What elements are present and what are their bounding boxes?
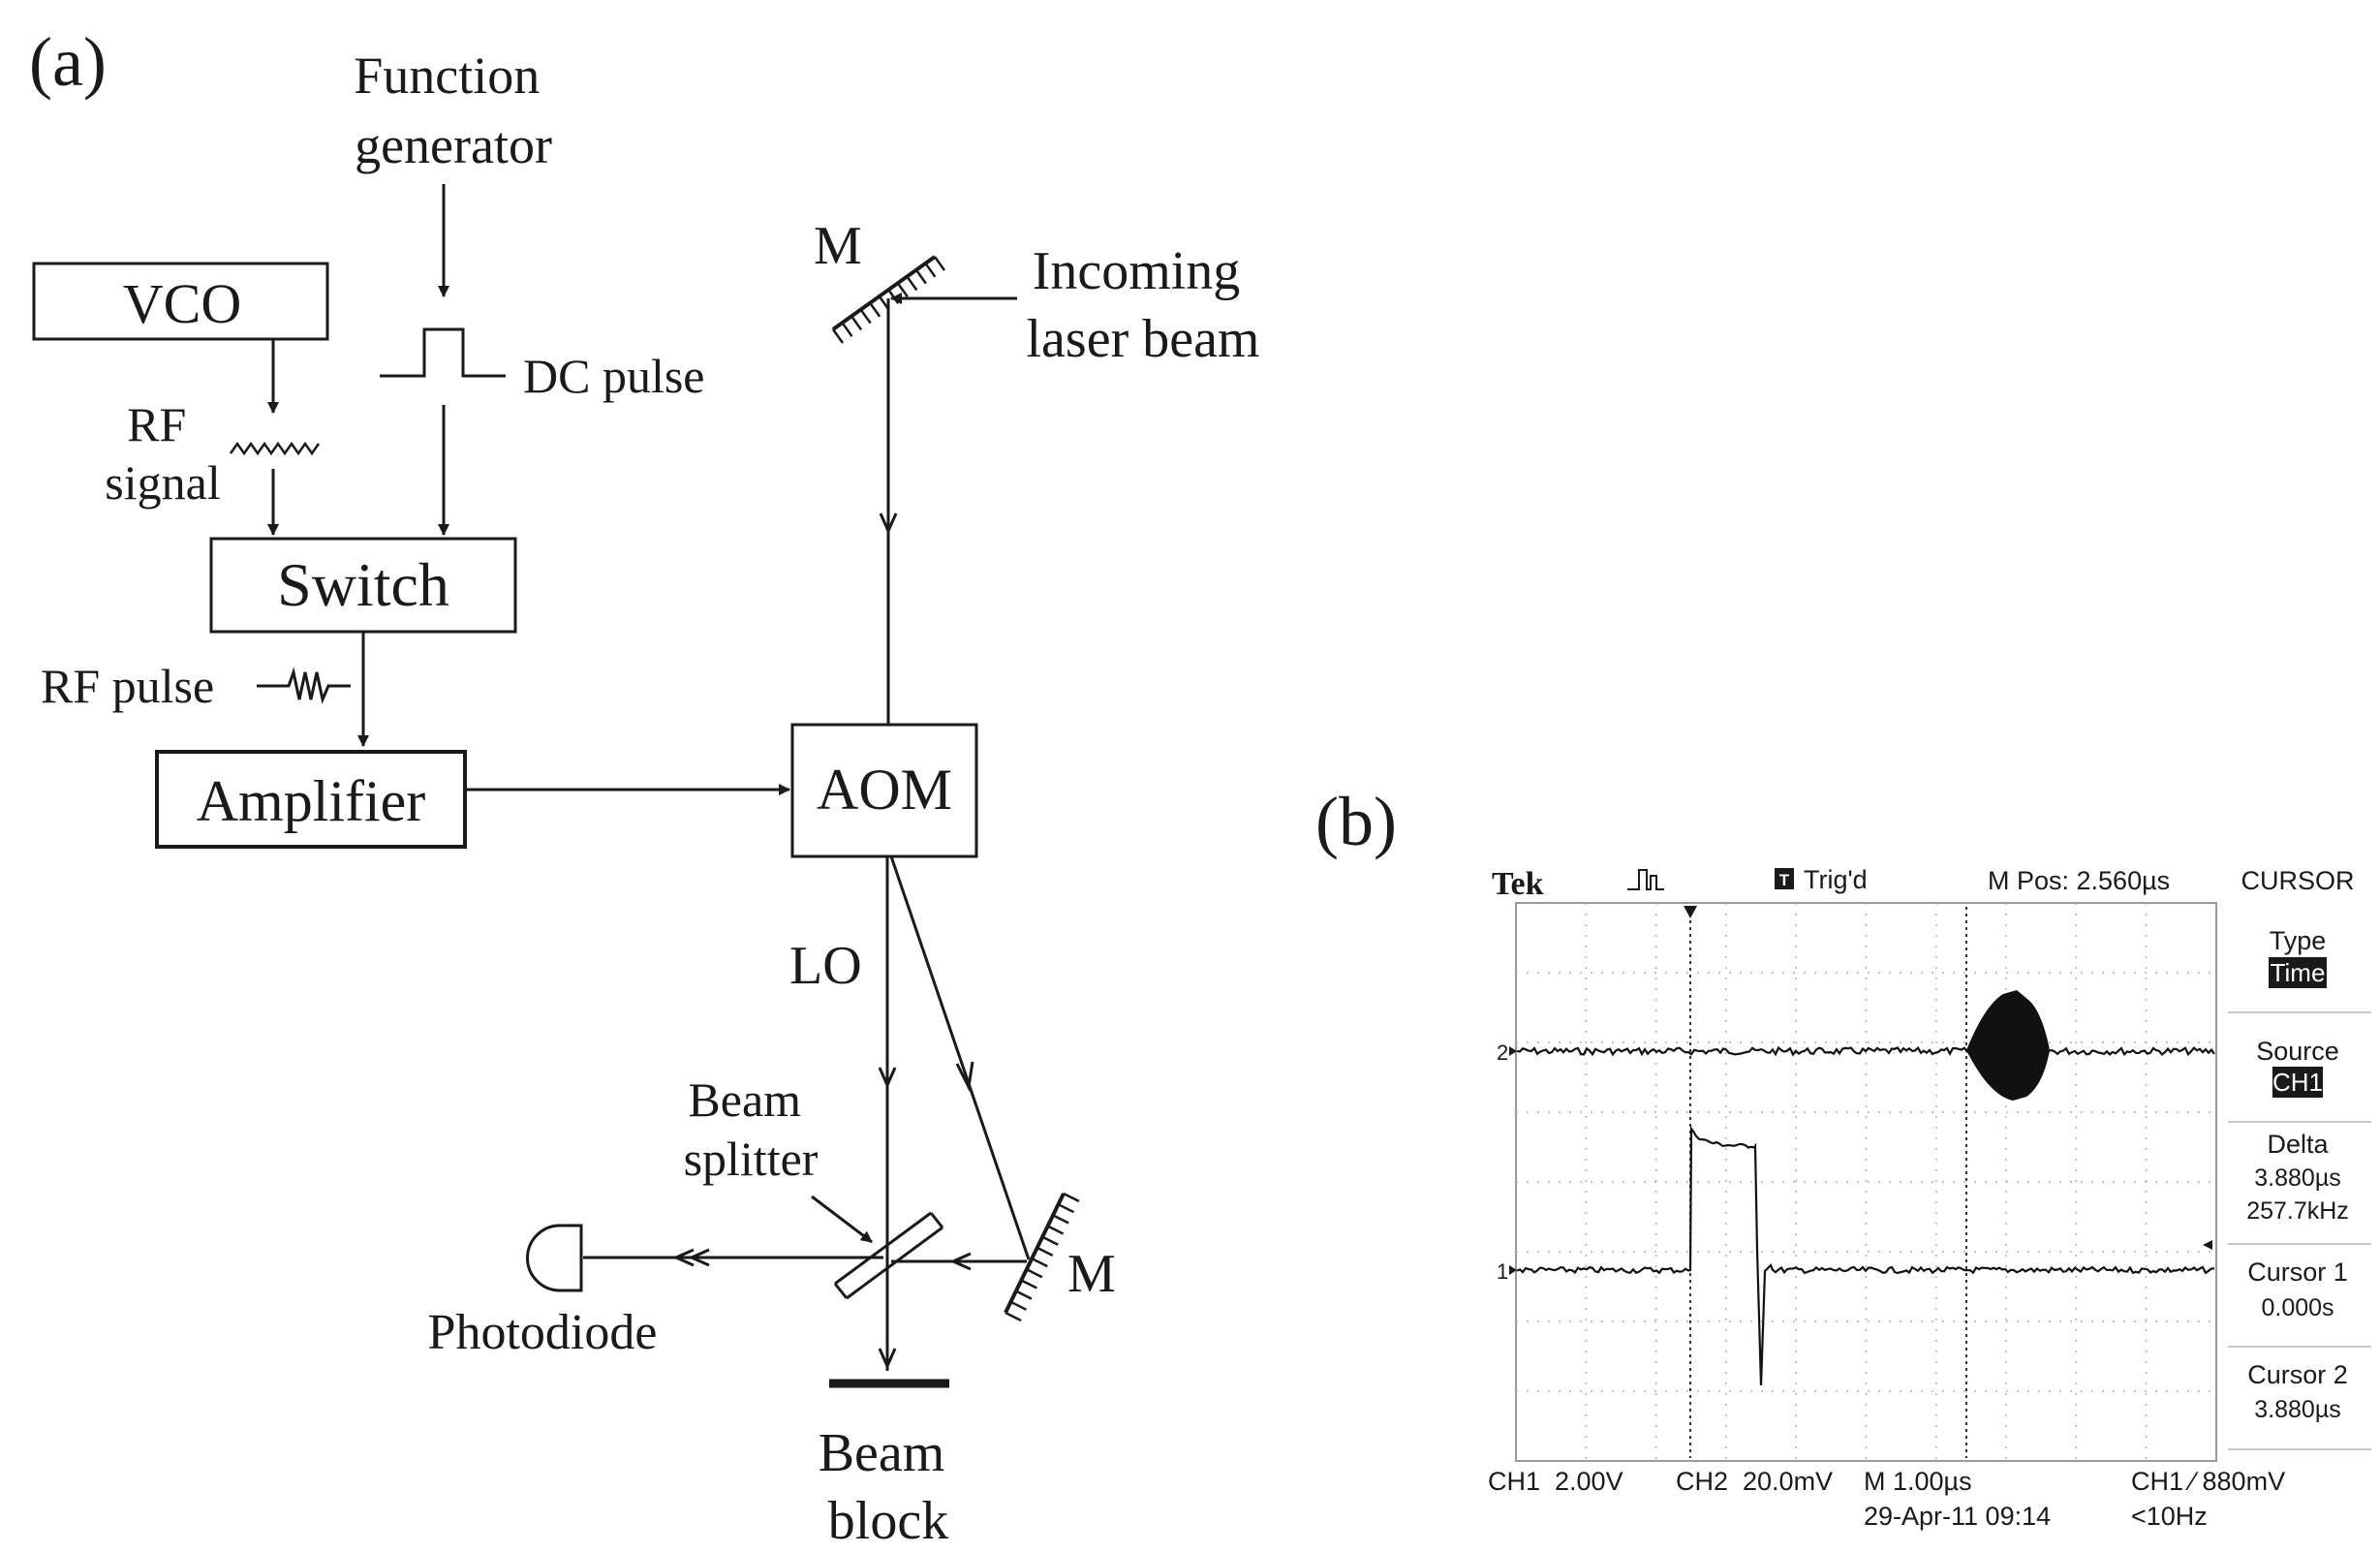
amplifier-label: Amplifier [197, 769, 426, 833]
beam-splitter [833, 1211, 944, 1300]
photodiode-double-chevron [672, 1248, 710, 1267]
beam-block-line-2: block [828, 1491, 948, 1548]
menu-type-value-box [2269, 957, 2327, 988]
menu-source-value-box [2272, 1067, 2323, 1098]
lo-chevron [878, 1067, 897, 1089]
cursor-1-marker-icon [1684, 906, 1697, 918]
menu-type-value: Time [2271, 958, 2326, 987]
rf-signal-line-1: RF [127, 397, 186, 451]
function-generator-line-1: Function [354, 47, 540, 105]
vco-box [32, 262, 329, 341]
oscilloscope-panel: (b) Tek T Trig'd M Pos: 2.560µs CURSOR 2… [1315, 783, 2371, 1531]
trig-icon: T [1779, 871, 1790, 889]
diffracted-chevron [955, 1061, 974, 1092]
menu-cursor-2[interactable]: Cursor 2 3.880µs [2247, 1360, 2348, 1423]
top-mirror-label: M [814, 216, 862, 276]
rf-signal-label: RF signal [105, 397, 220, 510]
menu-source[interactable]: Source CH1 [2256, 1037, 2339, 1098]
setup-diagram: (a) Function generator VCO RF signal DC … [29, 23, 1260, 1551]
menu-cursor-2-value: 3.880µs [2254, 1396, 2340, 1423]
trig-status: Trig'd [1804, 865, 1868, 894]
pulse-trigger-icon [1627, 869, 1664, 890]
dc-pulse-icon [380, 327, 506, 378]
beam-block-chevron [878, 1348, 897, 1370]
ch1-scale: CH1 2.00V [1488, 1467, 1623, 1496]
beam-direction-chevron-top [879, 512, 898, 535]
beam-block-line-1: Beam [819, 1423, 945, 1483]
panel-b-label: (b) [1315, 783, 1397, 860]
scope-brand: Tek [1492, 866, 1544, 902]
ch2-marker: 2 [1497, 1041, 1508, 1065]
rf-pulse-icon [257, 667, 351, 704]
beam-splitter-pointer [811, 1195, 873, 1244]
diffracted-beam [889, 855, 1031, 1260]
vco-label: VCO [123, 272, 241, 335]
trigger-level-arrow-icon [2203, 1240, 2212, 1250]
incoming-beam-line-1: Incoming [1033, 241, 1241, 301]
menu-source-title: Source [2256, 1037, 2339, 1066]
cursor-menu: Type Time Source CH1 Delta 3.880µs 257.7… [2228, 926, 2371, 1450]
bottom-mirror [1004, 1192, 1080, 1322]
rf-burst [1966, 990, 2050, 1101]
trigger-frequency: <10Hz [2131, 1502, 2208, 1531]
menu-delta-time: 3.880µs [2254, 1165, 2340, 1192]
beam-splitter-line-1: Beam [688, 1072, 801, 1127]
rf-wave-icon [229, 441, 321, 456]
function-generator-line-2: generator [355, 116, 552, 174]
menu-delta-title: Delta [2267, 1130, 2329, 1159]
m-pos-readout: M Pos: 2.560µs [1988, 866, 2170, 895]
incoming-beam-label: Incoming laser beam [1027, 241, 1260, 369]
menu-cursor-1-title: Cursor 1 [2247, 1258, 2348, 1287]
trigger-setting: CH1 ∕ 880mV [2131, 1467, 2285, 1496]
ch1-marker-arrow-icon [1509, 1265, 1517, 1275]
dc-pulse-label: DC pulse [523, 349, 705, 403]
scope-grid [1516, 903, 2216, 1461]
aom-label: AOM [817, 758, 952, 822]
mirror-to-splitter-chevron [949, 1252, 972, 1271]
beam-block-label: Beam block [819, 1423, 959, 1548]
timebase: M 1.00µs [1864, 1467, 1972, 1496]
panel-a-label: (a) [29, 23, 107, 101]
menu-delta: Delta 3.880µs 257.7kHz [2246, 1130, 2349, 1225]
bottom-mirror-label: M [1067, 1244, 1116, 1304]
menu-type[interactable]: Type Time [2269, 926, 2327, 988]
switch-label: Switch [277, 550, 449, 619]
beam-splitter-label: Beam splitter [684, 1072, 819, 1186]
menu-delta-freq: 257.7kHz [2246, 1197, 2349, 1225]
menu-cursor-2-title: Cursor 2 [2247, 1360, 2348, 1389]
photodiode-label: Photodiode [428, 1305, 658, 1360]
menu-cursor-1[interactable]: Cursor 1 0.000s [2247, 1258, 2348, 1321]
function-generator-label: Function generator [354, 47, 553, 174]
beam-splitter-line-2: splitter [684, 1132, 819, 1186]
date-time: 29-Apr-11 09:14 [1864, 1502, 2051, 1531]
ch1-marker: 1 [1497, 1259, 1508, 1284]
rf-pulse-label: RF pulse [41, 659, 214, 713]
top-mirror [831, 255, 946, 344]
trig-icon-box [1775, 868, 1794, 889]
photodiode-icon [526, 1224, 583, 1292]
rf-signal-line-2: signal [105, 455, 220, 510]
aom-box [790, 723, 978, 858]
ch2-marker-arrow-icon [1509, 1046, 1517, 1056]
lo-label: LO [789, 936, 862, 996]
menu-cursor-1-value: 0.000s [2261, 1294, 2334, 1321]
ch1-trace [1516, 1125, 2215, 1386]
amplifier-box [155, 750, 467, 849]
incoming-beam-line-2: laser beam [1027, 309, 1260, 369]
menu-type-title: Type [2270, 926, 2327, 955]
ch2-scale: CH2 20.0mV [1676, 1467, 1833, 1496]
menu-title: CURSOR [2241, 866, 2354, 895]
ch2-trace [1516, 1045, 2215, 1057]
menu-source-value: CH1 [2272, 1068, 2323, 1097]
